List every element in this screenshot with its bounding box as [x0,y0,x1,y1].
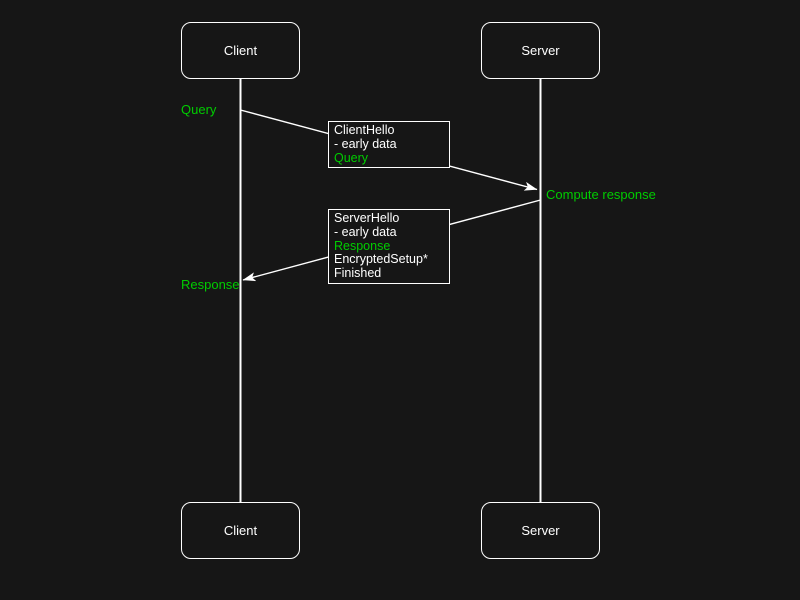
label-query: Query [181,102,217,117]
actor-server-top: Server [481,22,600,79]
message-line: ServerHello [334,211,400,225]
actor-client-bottom: Client [181,502,300,559]
message-line: - early data [334,224,397,239]
label-compute-response: Compute response [546,187,656,202]
actor-label: Server [521,43,560,58]
message-line: ClientHello [334,123,395,137]
actor-server-bottom: Server [481,502,600,559]
label-response: Response [181,277,240,292]
actor-label: Server [521,523,560,538]
actor-client-top: Client [181,22,300,79]
message-line: - early data [334,136,397,151]
message-line: Response [334,238,391,253]
message-line: EncryptedSetup* [334,252,428,267]
actor-label: Client [223,43,258,58]
message-line: Finished [334,266,382,281]
message-line: Query [334,150,369,165]
message-box-clienthello: ClientHello - early data Query [328,121,450,169]
message-box-serverhello: ServerHello - early data Response Encryp… [328,209,450,284]
actor-label: Client [223,523,258,538]
